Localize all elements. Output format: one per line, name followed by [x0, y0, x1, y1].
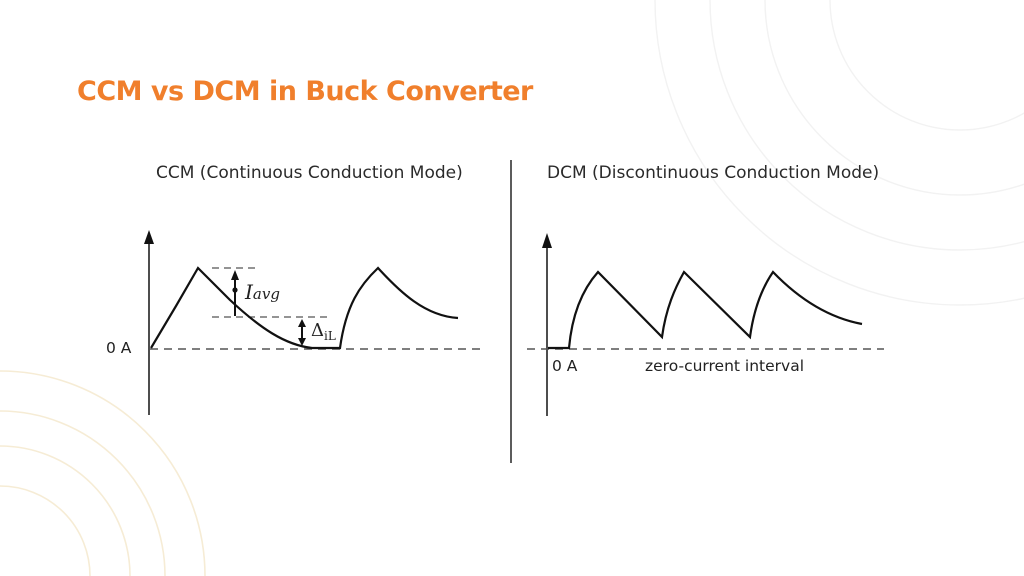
delta-arrow-bottom-icon	[298, 338, 306, 346]
zero-current-interval-label: zero-current interval	[645, 357, 805, 375]
delta-symbol: Δ	[311, 320, 324, 341]
dcm-axis-arrow-icon	[542, 233, 552, 248]
dcm-plot	[527, 233, 884, 416]
ccm-axis-arrow-icon	[144, 230, 154, 244]
page-title: CCM vs DCM in Buck Converter	[77, 76, 533, 107]
ccm-plot	[144, 230, 486, 415]
ccm-zero-label: 0 A	[106, 339, 132, 357]
delta-subscript: iL	[324, 329, 336, 343]
iavg-arrow-head-icon	[231, 270, 239, 280]
top-right-arcs	[654, 0, 1024, 306]
dcm-waveform	[548, 270, 863, 350]
ccm-waveform	[150, 266, 459, 350]
iavg-subscript: avg	[252, 285, 280, 303]
dcm-heading: DCM (Discontinuous Conduction Mode)	[547, 163, 880, 183]
iavg-symbol: I	[245, 280, 253, 304]
delta-il-label: ΔiL	[311, 320, 336, 343]
iavg-label: Iavg	[245, 280, 280, 304]
iavg-dot	[232, 287, 238, 293]
dcm-zero-label: 0 A	[552, 357, 578, 375]
delta-arrow-top-icon	[298, 319, 306, 327]
ccm-heading: CCM (Continuous Conduction Mode)	[156, 163, 463, 183]
